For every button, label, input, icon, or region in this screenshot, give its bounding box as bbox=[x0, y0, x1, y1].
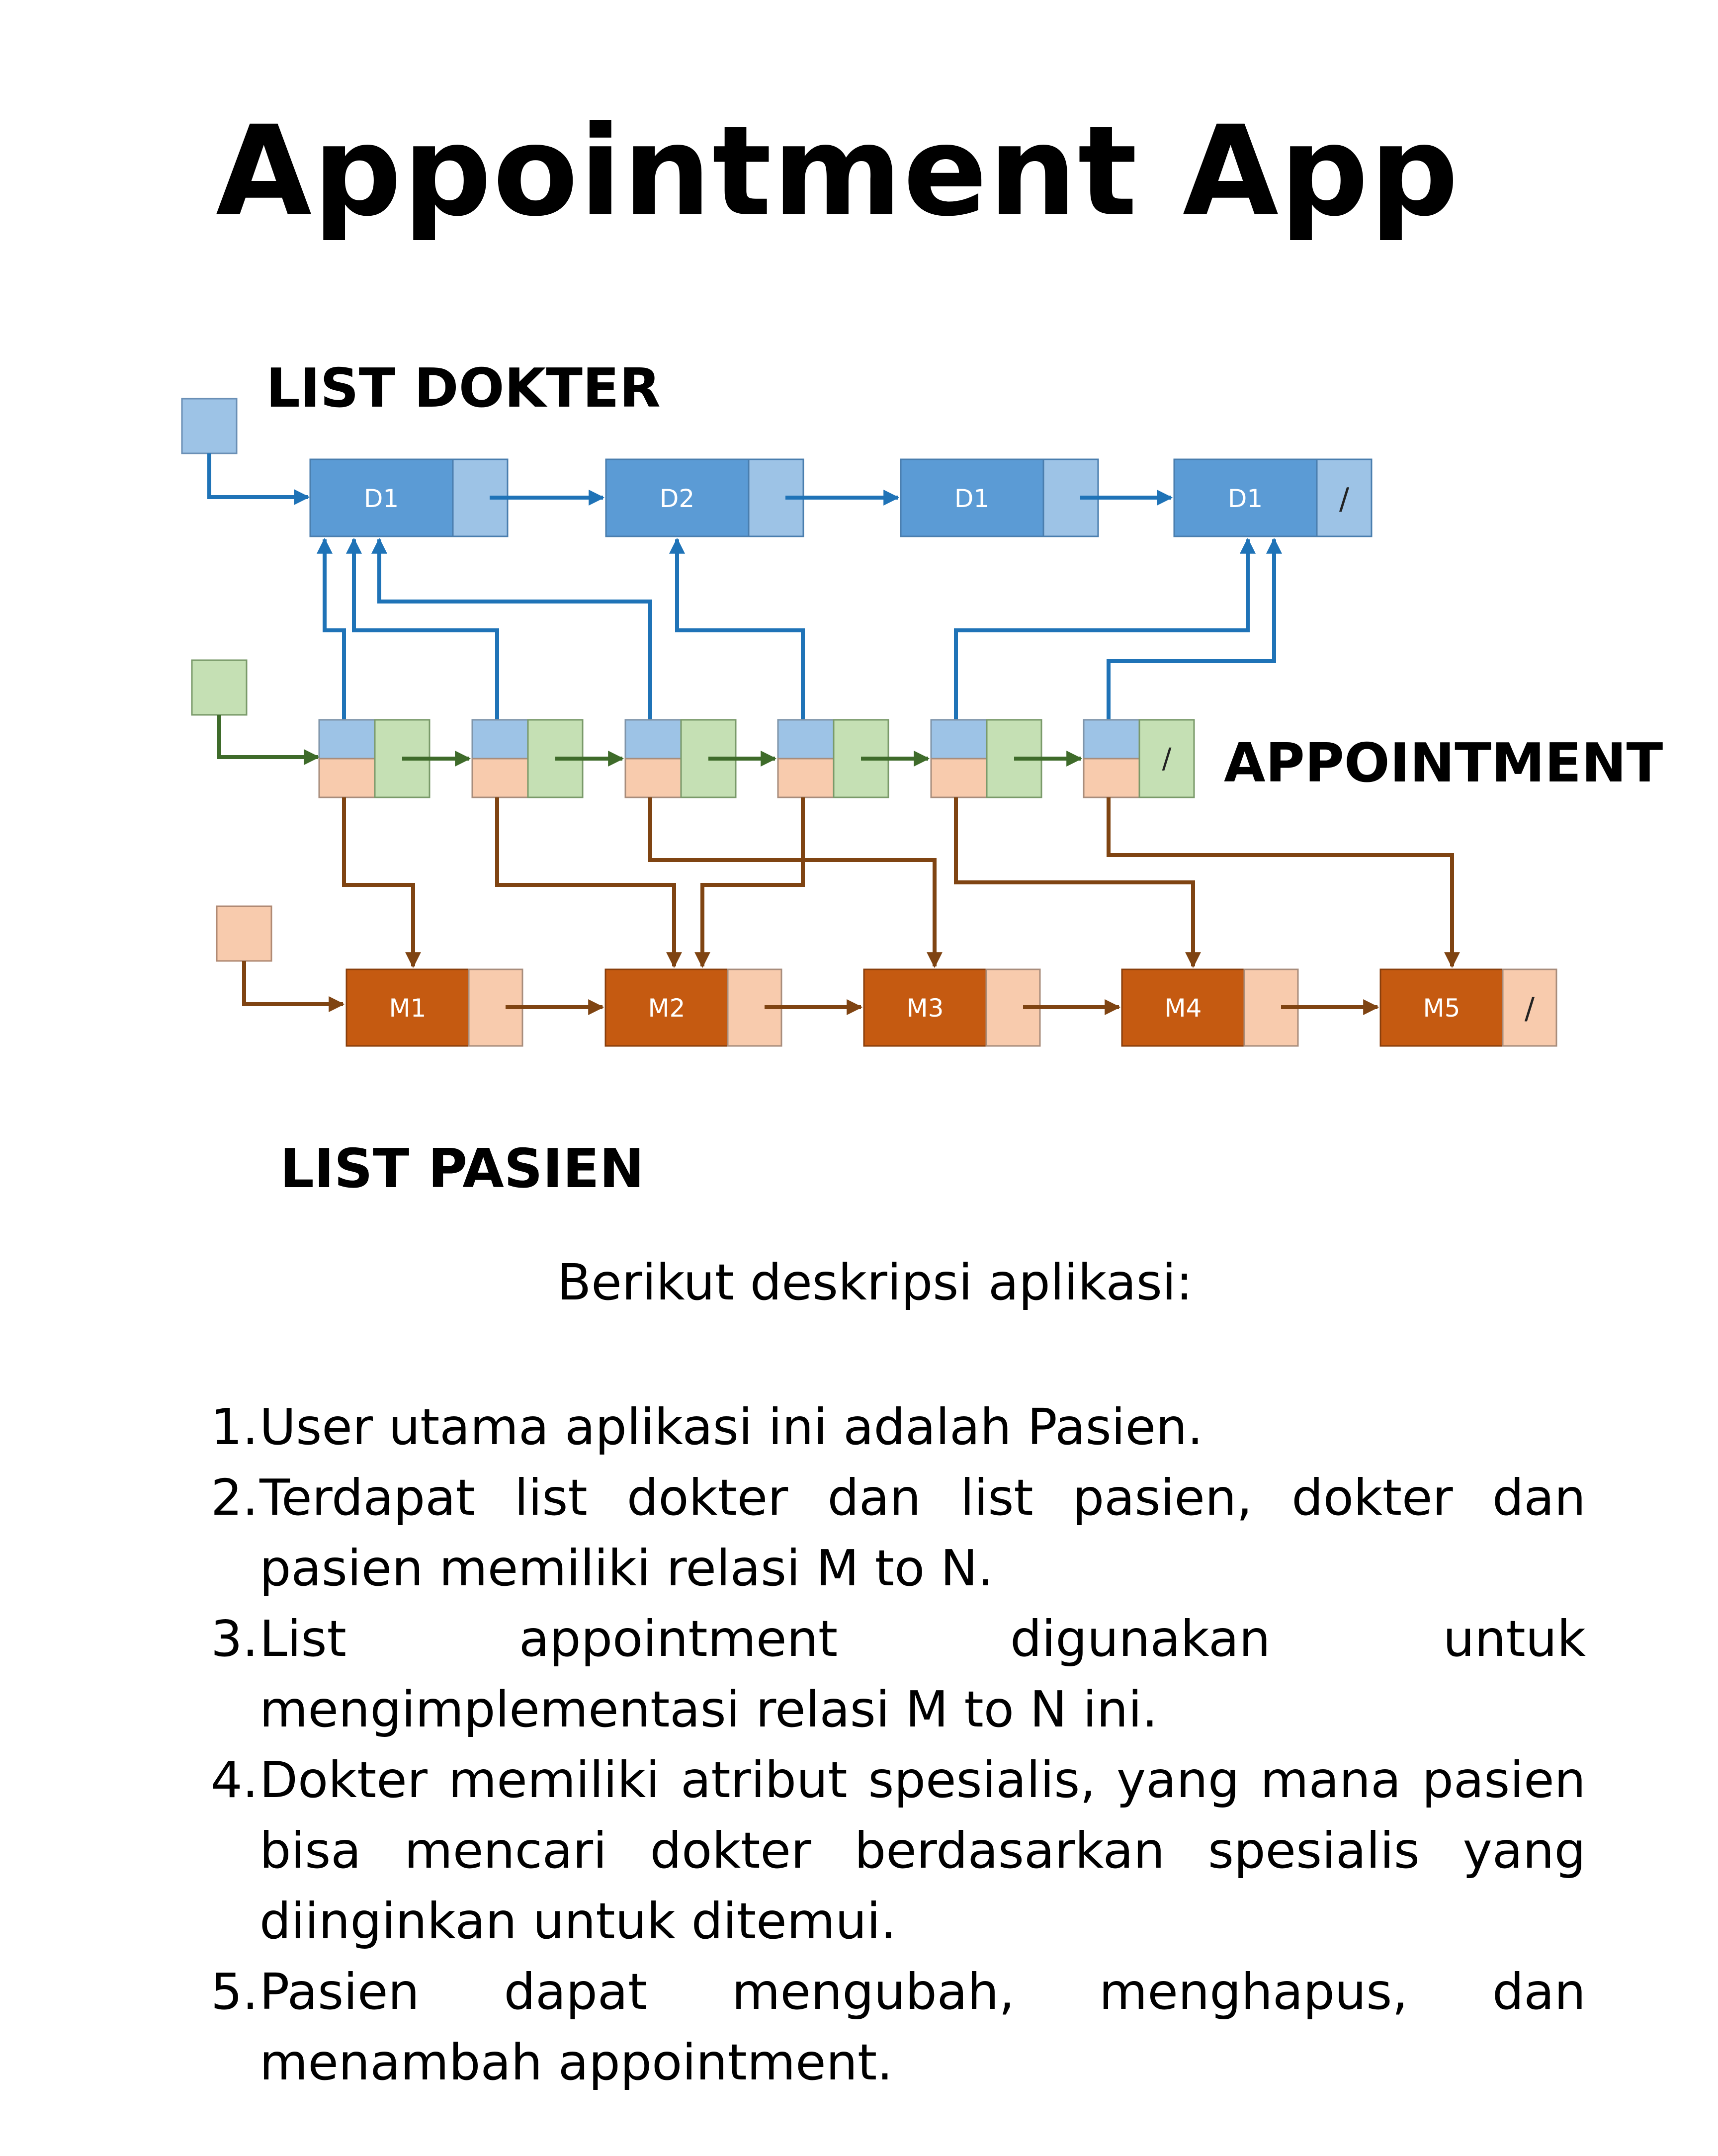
pasien-node: M5 / bbox=[1379, 968, 1557, 1047]
description-item-number: 2. bbox=[211, 1468, 258, 1527]
appointment-pasien-arrow bbox=[648, 797, 943, 968]
dokter-node-label: D1 bbox=[1228, 484, 1263, 513]
appointment-head-pointer bbox=[191, 659, 248, 716]
dokter-node-label: D1 bbox=[364, 484, 399, 513]
pasien-node: M3 bbox=[863, 968, 1041, 1047]
dokter-node: D1 bbox=[900, 458, 1099, 537]
appointment-dokter-arrow bbox=[346, 537, 499, 720]
appointment-pasien-arrow bbox=[694, 797, 805, 968]
multilist-diagram: LIST DOKTER APPOINTMENT LIST PASIEN D1 D… bbox=[181, 357, 1663, 1200]
appointment-head-arrow bbox=[217, 715, 320, 765]
description-item-text: List appointment digunakan untuk mengimp… bbox=[259, 1610, 1586, 1738]
dokter-node: D2 bbox=[605, 458, 804, 537]
label-list-dokter: LIST DOKTER bbox=[266, 357, 661, 420]
dokter-head-arrow bbox=[207, 453, 310, 505]
pasien-node: M4 bbox=[1121, 968, 1299, 1047]
pasien-node-label: M3 bbox=[907, 994, 944, 1023]
description-item-text: Terdapat list dokter dan list pasien, do… bbox=[259, 1468, 1586, 1597]
appointment-dokter-arrow bbox=[371, 537, 652, 720]
appointment-dokter-arrow bbox=[1107, 537, 1282, 720]
label-list-pasien: LIST PASIEN bbox=[280, 1138, 644, 1200]
appointment-dokter-arrow bbox=[317, 537, 346, 720]
appointment-dokter-arrow bbox=[669, 537, 805, 720]
appointment-dokter-arrow bbox=[954, 537, 1256, 720]
description-heading: Berikut deskripsi aplikasi: bbox=[557, 1253, 1193, 1311]
pasien-node: M2 bbox=[604, 968, 782, 1047]
dokter-node: D1 bbox=[309, 458, 509, 537]
description-item-number: 3. bbox=[211, 1610, 258, 1668]
dokter-head-pointer bbox=[181, 398, 238, 454]
pasien-head-pointer bbox=[216, 905, 272, 962]
dokter-node-label: D1 bbox=[954, 484, 989, 513]
description-item: 1. User utama aplikasi ini adalah Pasien… bbox=[211, 1392, 1586, 1463]
label-appointment: APPOINTMENT bbox=[1224, 732, 1663, 794]
description-item-text: User utama aplikasi ini adalah Pasien. bbox=[259, 1398, 1203, 1456]
appointment-pasien-arrow bbox=[954, 797, 1201, 968]
description-item: 2. Terdapat list dokter dan list pasien,… bbox=[211, 1463, 1586, 1604]
description-item: 5. Pasien dapat mengubah, menghapus, dan… bbox=[211, 1957, 1586, 2098]
appointment-node bbox=[930, 719, 1042, 798]
appointment-pasien-arrow bbox=[495, 797, 682, 968]
description-list: 1. User utama aplikasi ini adalah Pasien… bbox=[211, 1392, 1586, 2098]
pasien-node-label: M2 bbox=[648, 994, 686, 1023]
pasien-node-label: M4 bbox=[1165, 994, 1202, 1023]
description-item-number: 1. bbox=[211, 1398, 258, 1456]
pasien-node-label: M5 bbox=[1423, 994, 1460, 1023]
pasien-node-label: M1 bbox=[389, 994, 427, 1023]
description-item-text: Dokter memiliki atribut spesialis, yang … bbox=[259, 1751, 1586, 1950]
description-item-number: 5. bbox=[211, 1963, 258, 2021]
appointment-null-marker: / bbox=[1162, 743, 1172, 775]
appointment-node: / bbox=[1083, 719, 1195, 798]
pasien-null-marker: / bbox=[1525, 991, 1535, 1026]
appointment-pasien-arrow bbox=[342, 797, 421, 968]
description-item-text: Pasien dapat mengubah, menghapus, dan me… bbox=[259, 1963, 1586, 2091]
pasien-head-arrow bbox=[242, 961, 345, 1012]
description-item-number: 4. bbox=[211, 1751, 258, 1809]
description-item: 3. List appointment digunakan untuk meng… bbox=[211, 1604, 1586, 1745]
pasien-node: M1 bbox=[345, 968, 523, 1047]
description-item: 4. Dokter memiliki atribut spesialis, ya… bbox=[211, 1745, 1586, 1957]
dokter-null-marker: / bbox=[1339, 482, 1350, 517]
dokter-node-label: D2 bbox=[660, 484, 694, 513]
appointment-pasien-arrow bbox=[1107, 797, 1460, 968]
dokter-node: D1 / bbox=[1173, 458, 1373, 537]
page-title: Appointment App bbox=[215, 99, 1460, 244]
